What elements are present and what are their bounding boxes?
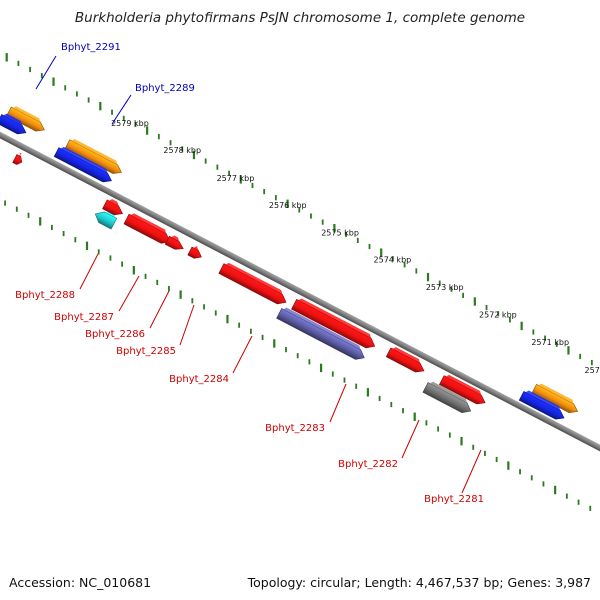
reverse-gene-arrow (164, 235, 184, 250)
forward-gene-arrow-top (60, 146, 108, 174)
forward-gene-arrow-top (3, 113, 23, 126)
reverse-gene-arrow (94, 211, 118, 230)
forward-gene-arrow (518, 390, 565, 420)
kbp-label: 2578 kbp (163, 146, 201, 155)
reverse-gene-arrow (439, 374, 486, 405)
gene-label: Bphyt_2281 (424, 494, 484, 505)
reverse-gene-arrow-body (276, 308, 365, 360)
reverse-gene-arrow-top (283, 307, 361, 350)
reverse-gene-arrow-top (18, 152, 22, 157)
gene-label-leader (329, 383, 347, 423)
reverse-gene-arrow-top (392, 347, 421, 364)
inner-tick-rail (4, 200, 592, 511)
gene-label-leader (401, 419, 420, 459)
outer-tick-rail (5, 53, 593, 366)
map-title: Burkholderia phytofirmans PsJN chromosom… (74, 10, 526, 26)
reverse-gene-arrow-top (445, 374, 482, 396)
reverse-gene-arrow (218, 262, 287, 305)
kbp-label: 2577 kbp (217, 174, 255, 183)
forward-gene-arrow-top (525, 390, 561, 411)
backbone-bar (0, 123, 600, 470)
forward-gene-arrow-top (538, 383, 574, 404)
kbp-label: 2573 kbp (426, 283, 464, 292)
reverse-gene-arrow-top (429, 381, 468, 403)
gene-label-leader (35, 55, 57, 90)
reverse-gene-arrow (291, 298, 376, 349)
forward-gene-arrow (64, 138, 122, 174)
reverse-gene-arrow-body (422, 382, 472, 413)
reverse-gene-arrow (12, 152, 23, 165)
forward-gene-arrow (53, 146, 112, 183)
reverse-gene-arrow (123, 213, 171, 244)
forward-gene-arrow-top (12, 106, 41, 123)
gene-label: Bphyt_2291 (61, 42, 121, 53)
forward-gene-arrow-top (71, 138, 118, 165)
reverse-gene-arrow-top (225, 262, 283, 295)
reverse-gene-arrow-top (130, 213, 167, 234)
reverse-gene-arrow-top (298, 298, 372, 339)
gene-label: Bphyt_2282 (338, 459, 398, 470)
gene-label-leader (149, 290, 170, 329)
gene-label: Bphyt_2285 (116, 346, 176, 357)
reverse-gene-arrow-top (106, 211, 115, 218)
reverse-gene-arrow (187, 246, 202, 259)
gene-label-leader (232, 335, 253, 374)
kbp-label: 2575 kbp (321, 228, 359, 237)
gene-label-leader (179, 304, 195, 346)
reverse-gene-arrow-top (193, 246, 199, 251)
reverse-gene-arrow (276, 307, 365, 360)
forward-gene-arrow (531, 383, 579, 414)
accession-text: Accession: NC_010681 (9, 575, 152, 590)
kbp-label: 2570 kbp (585, 366, 600, 375)
reverse-gene-arrow (422, 381, 472, 413)
gene-label: Bphyt_2283 (265, 423, 325, 434)
kbp-label: 2579 kbp (111, 119, 149, 128)
gene-label: Bphyt_2288 (15, 290, 75, 301)
gene-label-leader (111, 94, 132, 125)
gene-label: Bphyt_2284 (169, 374, 229, 385)
reverse-gene-arrow (102, 199, 124, 216)
genome-stats-text: Topology: circular; Length: 4,467,537 bp… (247, 575, 591, 590)
kbp-label: 2572 kbp (479, 311, 517, 320)
reverse-gene-arrow (385, 347, 425, 373)
reverse-gene-arrow-body (187, 246, 202, 259)
gene-label-leader (118, 275, 140, 312)
gene-label: Bphyt_2287 (54, 312, 114, 323)
kbp-label: 2576 kbp (269, 201, 307, 210)
chromosome-backbone (0, 123, 600, 470)
reverse-gene-arrow-top (108, 199, 119, 206)
reverse-gene-arrow-top (171, 235, 180, 242)
reverse-gene-arrow-body (12, 154, 23, 165)
kbp-label: 2571 kbp (531, 338, 569, 347)
gene-label-leader (79, 253, 99, 290)
gene-label: Bphyt_2286 (85, 329, 145, 340)
gene-label-leader (461, 449, 482, 494)
kbp-label: 2574 kbp (374, 256, 412, 265)
reverse-gene-arrow-body (102, 199, 124, 216)
gene-label: Bphyt_2289 (135, 83, 195, 94)
forward-gene-arrow-body (518, 390, 565, 420)
forward-gene-arrow (0, 113, 27, 135)
reverse-gene-arrow-body (385, 347, 425, 373)
